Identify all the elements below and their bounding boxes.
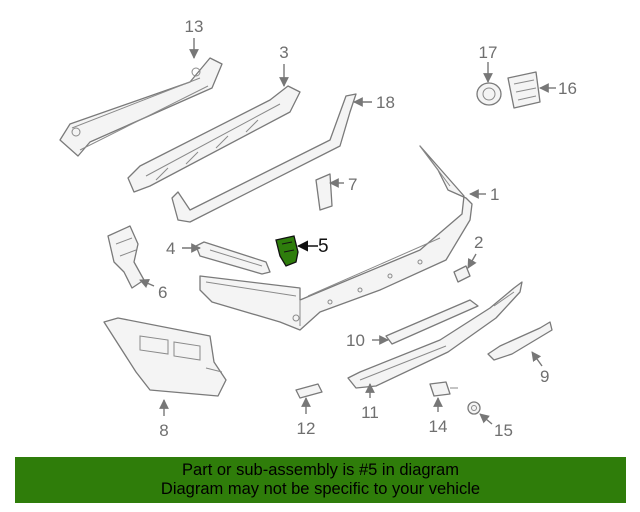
leader-15 (479, 413, 493, 425)
callout-10: 10 (346, 331, 365, 350)
part-16-module (507, 71, 541, 109)
part-17-sensor (476, 82, 502, 106)
callout-14: 14 (429, 417, 448, 436)
callout-5: 5 (318, 236, 329, 257)
banner-line-part: Part or sub-assembly is #5 in diagram (182, 461, 459, 479)
part-8-corner-cover (103, 317, 227, 397)
part-6-side-bracket (107, 225, 145, 289)
callout-3: 3 (279, 43, 288, 62)
part-5-highlighted (275, 235, 299, 267)
part-9-lower-valance (347, 281, 523, 389)
part-10-reflector-strip (385, 299, 479, 345)
parts-diagram: 13 3 18 17 16 1 7 (59, 17, 577, 440)
banner-line-disclaimer: Diagram may not be specific to your vehi… (160, 480, 481, 498)
callout-15: 15 (494, 421, 513, 440)
callout-6: 6 (158, 283, 167, 302)
leader-11 (531, 351, 543, 367)
callout-4: 4 (166, 239, 175, 258)
callout-12: 12 (297, 419, 316, 438)
part-12-small-bracket (295, 383, 323, 399)
callout-13: 13 (185, 17, 204, 36)
callout-8: 8 (159, 421, 168, 440)
callout-7: 7 (348, 175, 357, 194)
part-3-energy-absorber (127, 85, 301, 193)
info-banner: Part or sub-assembly is #5 in diagram Di… (15, 457, 626, 503)
callout-17: 17 (479, 43, 498, 62)
callout-18: 18 (376, 93, 395, 112)
part-7-bracket (315, 173, 333, 211)
leader-6 (139, 278, 155, 288)
part-2-clip (453, 265, 471, 283)
part-1-bumper-cover (199, 145, 473, 331)
part-11-right-trim (487, 321, 553, 361)
callout-9: 11 (361, 403, 379, 422)
callout-2: 2 (474, 233, 483, 252)
callout-1: 1 (490, 185, 499, 204)
callout-11: 9 (540, 367, 549, 386)
part-15-grommet (467, 401, 481, 415)
part-14-park-sensor (429, 381, 458, 397)
part-13-impact-bar (59, 57, 223, 157)
leader-2 (467, 253, 477, 269)
callout-16: 16 (558, 79, 577, 98)
part-4-guide-strip (195, 241, 271, 275)
part-18-trim-strip (171, 93, 357, 223)
